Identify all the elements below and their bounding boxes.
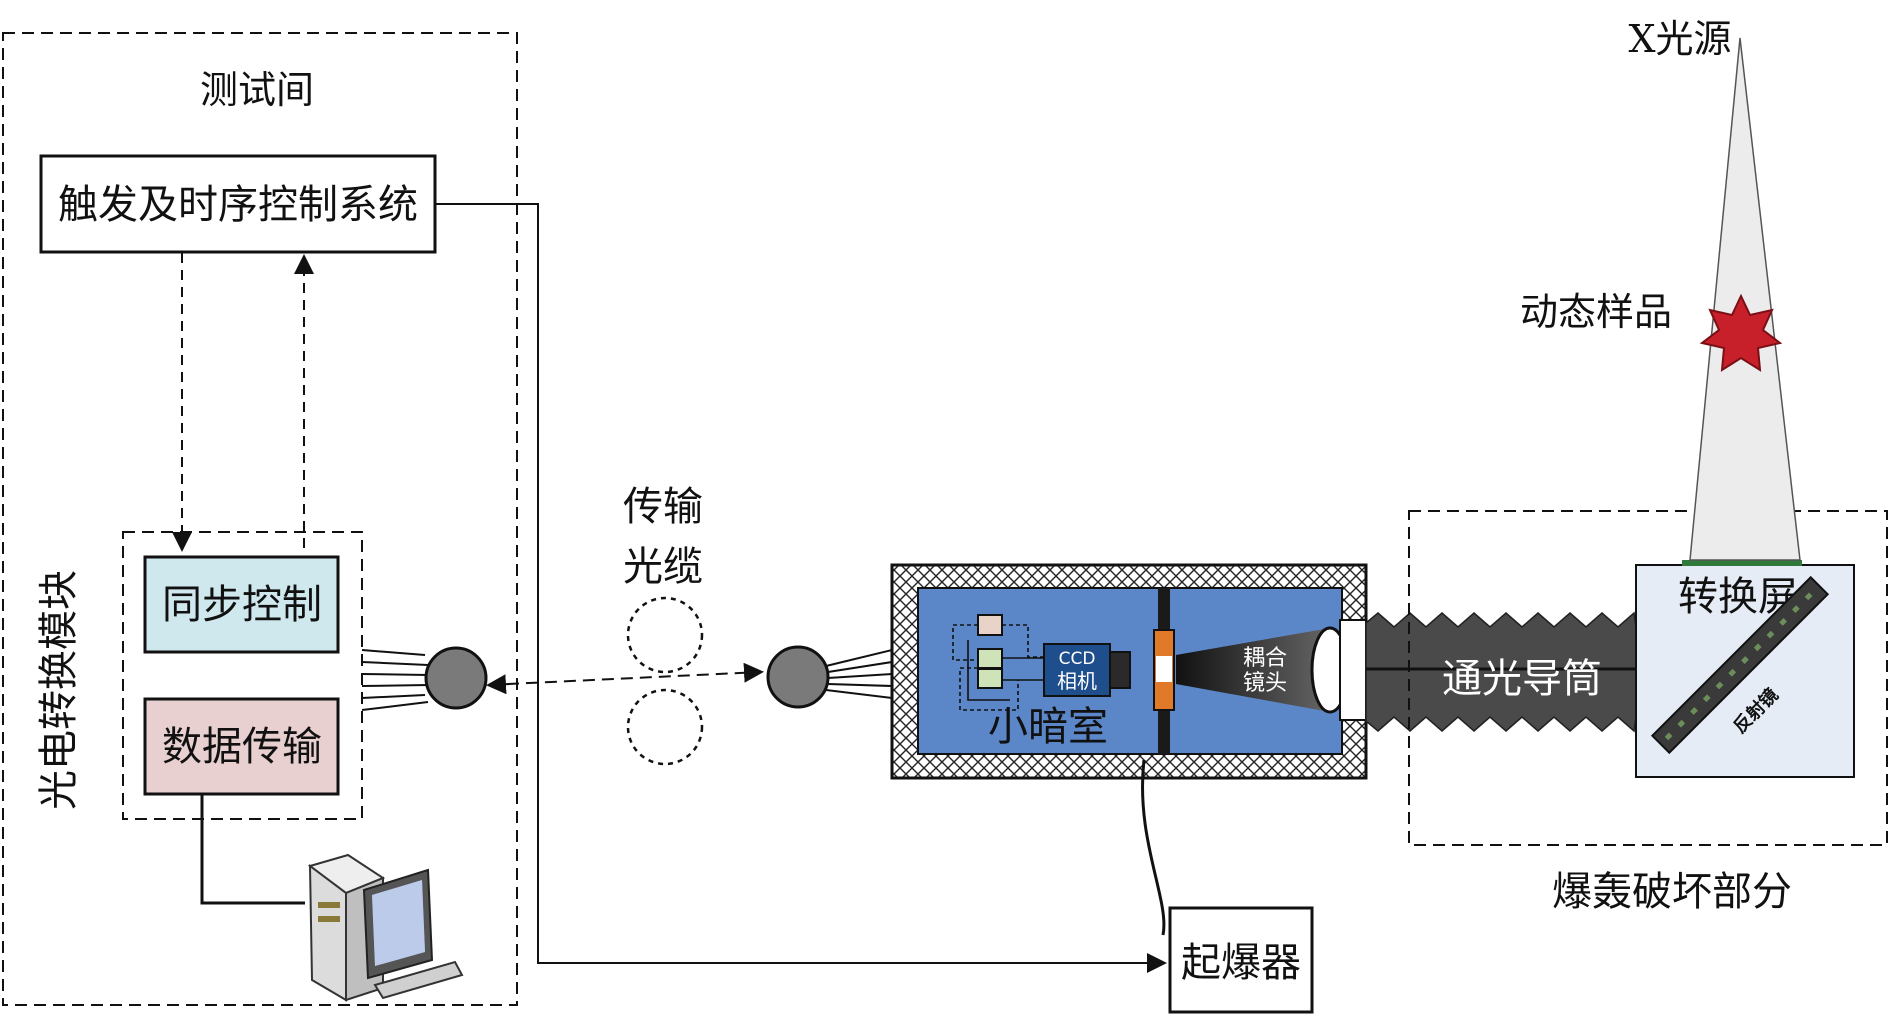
explosion-zone-border	[1408, 510, 1888, 846]
dynamic-sample-label: 动态样品	[1520, 290, 1672, 334]
xray-beam	[1689, 37, 1801, 561]
right-fiber-connector	[766, 645, 893, 709]
cable-link-back-arrow	[486, 674, 511, 695]
test-room-border	[2, 32, 518, 1006]
darkroom-wiring	[952, 624, 1044, 711]
data-transfer-label: 数据传输	[162, 724, 322, 770]
trigger-to-detonator-line	[436, 203, 1167, 973]
coupling-lens-cone	[1176, 628, 1330, 712]
cable-label-line2: 光缆	[623, 544, 703, 590]
darkroom-component-middle	[977, 648, 1003, 669]
light-tube-label: 通光导筒	[1442, 656, 1602, 702]
cable-coil-top	[626, 596, 704, 674]
ccd-camera-label-line2: 相机	[1057, 669, 1097, 693]
explosion-zone-label: 爆轰破坏部分	[1552, 869, 1792, 915]
darkroom-label: 小暗室	[988, 704, 1108, 750]
cable-coil-bottom	[626, 688, 704, 766]
data-to-computer-line	[200, 795, 305, 905]
detonator-box	[1168, 906, 1314, 1014]
photoelectric-module-border	[122, 531, 363, 820]
data-transfer-box	[143, 697, 340, 796]
cable-link	[487, 662, 764, 686]
trigger-control-box	[39, 154, 437, 254]
computer-icon	[307, 853, 464, 1002]
light-tube-collar	[1339, 619, 1367, 721]
sync-control-label: 同步控制	[162, 582, 322, 628]
coupling-lens-label-line2: 镜头	[1243, 671, 1287, 696]
trigger-control-label: 触发及时序控制系统	[58, 182, 418, 228]
ccd-camera-lens	[1109, 651, 1131, 689]
darkroom-component-bottom	[977, 668, 1003, 689]
darkroom-window-center	[1156, 656, 1172, 682]
cable-label-line1: 传输	[623, 484, 703, 530]
darkroom-to-detonator-cable	[1141, 759, 1166, 936]
detonator-label: 起爆器	[1181, 940, 1301, 986]
reflector-mirror	[1650, 575, 1830, 755]
coupling-lens-label-line1: 耦合	[1243, 646, 1287, 671]
photoelectric-module-label: 光电转换模块	[36, 570, 82, 810]
xray-source-label: X光源	[1628, 17, 1731, 61]
ccd-camera	[1043, 643, 1111, 697]
ccd-camera-label-line1: CCD	[1059, 649, 1096, 669]
sync-control-box	[143, 555, 340, 654]
left-fiber-connector	[361, 646, 488, 711]
test-room-title: 测试间	[200, 68, 314, 112]
darkroom-component-top	[977, 614, 1003, 636]
conversion-screen-strip	[1682, 560, 1802, 566]
dynamic-sample-star	[1699, 293, 1783, 372]
